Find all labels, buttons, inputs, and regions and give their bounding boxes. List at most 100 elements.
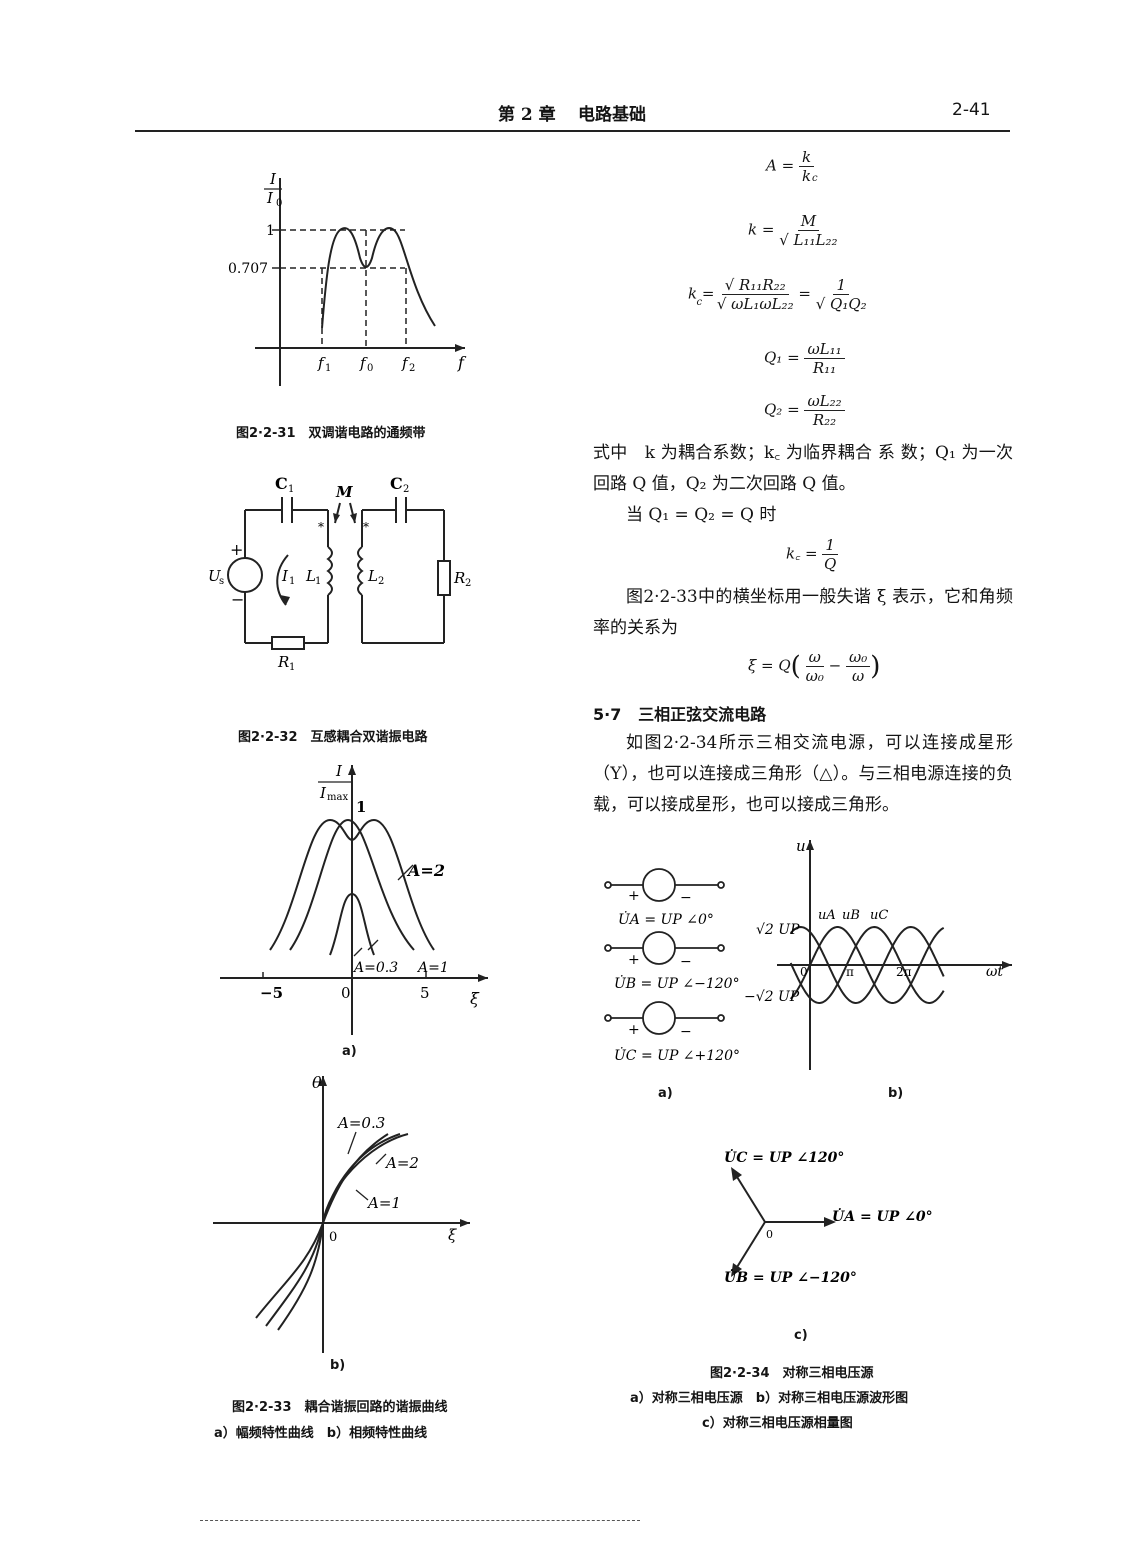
label-c1: C xyxy=(275,474,288,493)
fig233a-sub-label: a) xyxy=(342,1044,357,1059)
fig233b-origin: 0 xyxy=(329,1230,337,1245)
fig233a-y-den: I xyxy=(319,784,327,802)
label-minus: − xyxy=(231,590,244,609)
fig233a-peak: 1 xyxy=(356,798,366,816)
source-a: U̇A = UP ∠0° xyxy=(618,910,714,928)
label-plus: + xyxy=(230,540,243,559)
label-r1: R xyxy=(277,653,289,671)
fig234b-y-axis: u xyxy=(796,837,806,855)
fig231-caption: 图2·2-31 双调谐电路的通频带 xyxy=(236,426,426,441)
phasor-c: U̇C = UP ∠120° xyxy=(724,1148,844,1166)
equation-kc: k =c √ R₁₁R₂₂√ ωL₁ωL₂₂ = 1√ Q₁Q₂ xyxy=(688,276,867,313)
wave-ub xyxy=(789,925,945,1005)
dot-l1: * xyxy=(318,520,324,534)
fig233a-x-axis: ξ xyxy=(470,989,480,1008)
label-l1: L xyxy=(305,567,316,585)
header-rule xyxy=(135,130,1010,132)
svg-text:−: − xyxy=(680,1024,692,1040)
label-us: U xyxy=(208,567,222,585)
wave-label-ua: uA xyxy=(818,908,836,923)
fig234-caption-line1: a）对称三相电压源 b）对称三相电压源波形图 xyxy=(630,1391,909,1406)
fig233b-sub-label: b) xyxy=(330,1358,346,1373)
fig233a-y-sub: max xyxy=(327,792,348,803)
fig232-caption: 图2·2-32 互感耦合双谐振电路 xyxy=(238,730,428,745)
amp-negative: −√2 UP xyxy=(744,989,800,1005)
paragraph-detuning: 图2·2-33中的横坐标用一般失谐 ξ 表示，它和角频率的关系为 xyxy=(593,587,1013,638)
page-number: 2-41 xyxy=(952,100,991,120)
wave-label-uc: uC xyxy=(870,908,888,923)
bottom-scan-line xyxy=(200,1520,640,1522)
svg-text:2: 2 xyxy=(409,363,415,374)
svg-text:+: + xyxy=(628,888,640,904)
source-c: U̇C = UP ∠+120° xyxy=(614,1046,740,1064)
fig231-f2: f xyxy=(401,354,410,372)
svg-text:1: 1 xyxy=(315,576,321,587)
wave-uc xyxy=(789,925,945,1005)
fig231-tick-1: 1 xyxy=(266,223,275,239)
label-l2: L xyxy=(367,567,378,585)
svg-text:+: + xyxy=(628,952,640,968)
label-r2: R xyxy=(453,569,465,587)
amp-positive: √2 UP xyxy=(756,922,800,938)
fig234b-x-axis: ωt xyxy=(986,964,1003,980)
equation-k: k = M√ L₁₁L₂₂ xyxy=(748,212,838,249)
svg-text:1: 1 xyxy=(325,363,331,374)
fig233a-y-num: I xyxy=(335,762,343,780)
fig231-y-den: I xyxy=(266,189,274,207)
svg-text:−: − xyxy=(680,890,692,906)
fig231-f1: f xyxy=(317,354,326,372)
wave-ua xyxy=(789,926,945,1004)
fig231-x-axis: f xyxy=(457,353,467,372)
paragraph-three-phase: 如图2·2-34所示三相交流电源，可以连接成星形（Y），也可以连接成三角形（△）… xyxy=(593,733,1013,815)
chapter-label: 第 2 章 xyxy=(498,105,556,125)
fig-2-2-33b-phase: θ A=0.3 A=2 A=1 0 ξ xyxy=(213,1073,470,1353)
svg-text:−: − xyxy=(680,954,692,970)
fig233-sub-caption: a）幅频特性曲线 b）相频特性曲线 xyxy=(214,1426,428,1441)
svg-text:0: 0 xyxy=(276,198,282,209)
tick-neg5: −5 xyxy=(260,984,283,1002)
curve-b-a2: A=2 xyxy=(384,1154,419,1172)
svg-text:1: 1 xyxy=(288,484,294,495)
fig234-caption: 图2·2-34 对称三相电压源 xyxy=(710,1366,874,1381)
fig231-y-num: I xyxy=(269,170,277,188)
svg-text:2: 2 xyxy=(403,484,409,495)
tick-2pi: 2π xyxy=(896,965,912,979)
fig233-caption: 图2·2-33 耦合谐振回路的谐振曲线 xyxy=(232,1400,448,1415)
fig233b-x-axis: ξ xyxy=(448,1226,457,1244)
phasor-a: U̇A = UP ∠0° xyxy=(832,1207,933,1225)
section-heading: 5·7 三相正弦交流电路 xyxy=(593,705,767,724)
svg-text:+: + xyxy=(628,1022,640,1038)
tick-0: 0 xyxy=(341,984,351,1002)
label-m: M xyxy=(335,483,353,501)
svg-text:0: 0 xyxy=(367,363,373,374)
curve-b-a1: A=1 xyxy=(366,1194,401,1212)
fig234-caption-line2: c）对称三相电压源相量图 xyxy=(702,1416,853,1431)
curve-a03: A=0.3 xyxy=(352,960,398,976)
svg-text:1: 1 xyxy=(289,662,295,673)
fig233b-y-axis: θ xyxy=(312,1073,322,1092)
curve-a1: A=1 xyxy=(416,960,449,976)
label-i1: I xyxy=(281,567,289,585)
paragraph-coupling-defs: 式中 k 为耦合系数；k꜀ 为临界耦合 系 数；Q₁ 为一次回路 Q 值，Q₂ … xyxy=(593,443,1013,494)
label-c2: C xyxy=(390,474,403,493)
tick-zero: 0 xyxy=(800,965,808,979)
tick-pi: π xyxy=(846,965,854,979)
chapter-title: 电路基础 xyxy=(578,105,646,125)
wave-label-ub: uB xyxy=(842,908,860,923)
fig234c-sub-label: c) xyxy=(794,1328,808,1343)
tick-5: 5 xyxy=(420,984,430,1002)
paragraph-when-equal: 当 Q₁ = Q₂ = Q 时 xyxy=(626,505,777,525)
source-b: U̇B = UP ∠−120° xyxy=(614,974,740,992)
dot-l2: * xyxy=(363,520,369,534)
svg-text:s: s xyxy=(219,576,224,587)
fig-2-2-34c-phasors: U̇C = UP ∠120° U̇A = UP ∠0° U̇B = UP ∠−1… xyxy=(724,1148,933,1286)
fig-2-2-34b-waveforms: u uA uB uC √2 UP −√2 UP 0 π 2π ωt xyxy=(744,837,1012,1070)
